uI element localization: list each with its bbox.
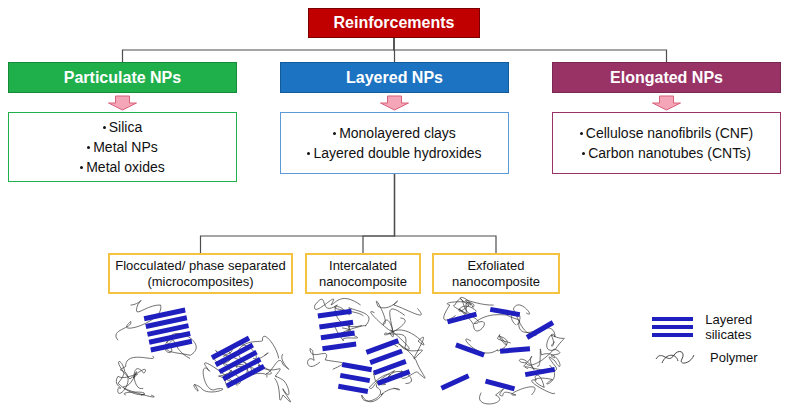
bullet-dot: [333, 132, 336, 135]
silicate-stack: [485, 379, 515, 392]
bullet-dot: [307, 152, 310, 155]
morphology-box: Intercalated nanocomposite: [305, 253, 421, 294]
polymer-chain: [118, 361, 146, 393]
box-label: Exfoliated nanocomposite: [438, 258, 554, 289]
bullet-dot: [87, 146, 90, 149]
legend-row: Layered silicates: [652, 312, 792, 342]
silicate-stack: [366, 338, 411, 385]
list-item: Metal oxides: [80, 159, 165, 175]
bullet-dot: [582, 152, 585, 155]
list-item: Monolayered clays: [333, 125, 456, 141]
box-label: Layered NPs: [346, 69, 443, 87]
silicate-stack: [500, 346, 530, 354]
polymer-sample: [652, 347, 698, 367]
category-box: Layered NPs: [280, 62, 509, 93]
polymer-chain: [519, 349, 560, 370]
list-box: SilicaMetal NPsMetal oxides: [8, 112, 237, 182]
silicate-stack: [338, 362, 372, 394]
list-item-text: Silica: [109, 119, 142, 135]
list-item: Silica: [103, 119, 142, 135]
silicate-stack: [144, 308, 193, 353]
silicate-stack: [447, 312, 477, 325]
polymer-chain: [116, 372, 154, 397]
legend-label: Polymer: [710, 350, 758, 365]
box-label: Flocculated/ phase separated (microcompo…: [114, 258, 287, 289]
block-arrow: [109, 96, 137, 110]
legend: Layered silicatesPolymer: [652, 312, 792, 372]
silicate-stack: [211, 336, 265, 388]
block-arrow: [653, 96, 681, 110]
category-box: Particulate NPs: [8, 62, 237, 93]
box-label: Intercalated nanocomposite: [311, 258, 415, 289]
tree-connector: [394, 38, 667, 62]
silicate-stack: [455, 343, 485, 358]
silicate-stack: [490, 307, 520, 317]
list-item-text: Monolayered clays: [339, 125, 456, 141]
tree-connector: [363, 174, 395, 253]
morphology-box: Flocculated/ phase separated (microcompo…: [108, 253, 293, 294]
bullet-dot: [80, 166, 83, 169]
list-item: Cellulose nanofibrils (CNF): [580, 125, 753, 141]
title-box: Reinforcements: [308, 8, 480, 38]
list-item-text: Cellulose nanofibrils (CNF): [586, 125, 753, 141]
polymer-chain: [308, 349, 343, 370]
list-item: Carbon nanotubes (CNTs): [582, 145, 751, 161]
bullet-dot: [103, 126, 106, 129]
list-item-text: Metal NPs: [93, 139, 158, 155]
silicate-stack: [525, 367, 555, 377]
silicate-stack: [440, 373, 469, 390]
tree-connector: [201, 174, 395, 253]
list-item: Layered double hydroxides: [307, 145, 481, 161]
tree-connector: [123, 38, 395, 62]
list-item-text: Metal oxides: [86, 159, 165, 175]
polymer-chain: [376, 301, 421, 337]
legend-label: Layered silicates: [705, 312, 792, 342]
block-arrow: [381, 96, 409, 110]
silicate-stack: [318, 309, 357, 351]
list-box: Cellulose nanofibrils (CNF) Carbon nanotu…: [552, 112, 781, 174]
category-box: Elongated NPs: [552, 62, 781, 93]
polymer-chain: [275, 376, 291, 402]
list-item: Metal NPs: [87, 139, 158, 155]
box-label: Elongated NPs: [610, 69, 723, 87]
polymer-chain: [118, 356, 154, 395]
morphology-box: Exfoliated nanocomposite: [432, 253, 560, 294]
list-item-text: Carbon nanotubes (CNTs): [588, 145, 751, 161]
silicate-stack: [526, 320, 554, 339]
tree-connector: [395, 174, 497, 253]
list-box: Monolayered claysLayered double hydroxid…: [280, 112, 509, 174]
legend-row: Polymer: [652, 342, 792, 372]
box-label: Reinforcements: [334, 14, 455, 32]
list-item-text: Layered double hydroxides: [313, 145, 481, 161]
legend-swatch: [652, 317, 693, 337]
bullet-dot: [580, 132, 583, 135]
box-label: Particulate NPs: [64, 69, 181, 87]
